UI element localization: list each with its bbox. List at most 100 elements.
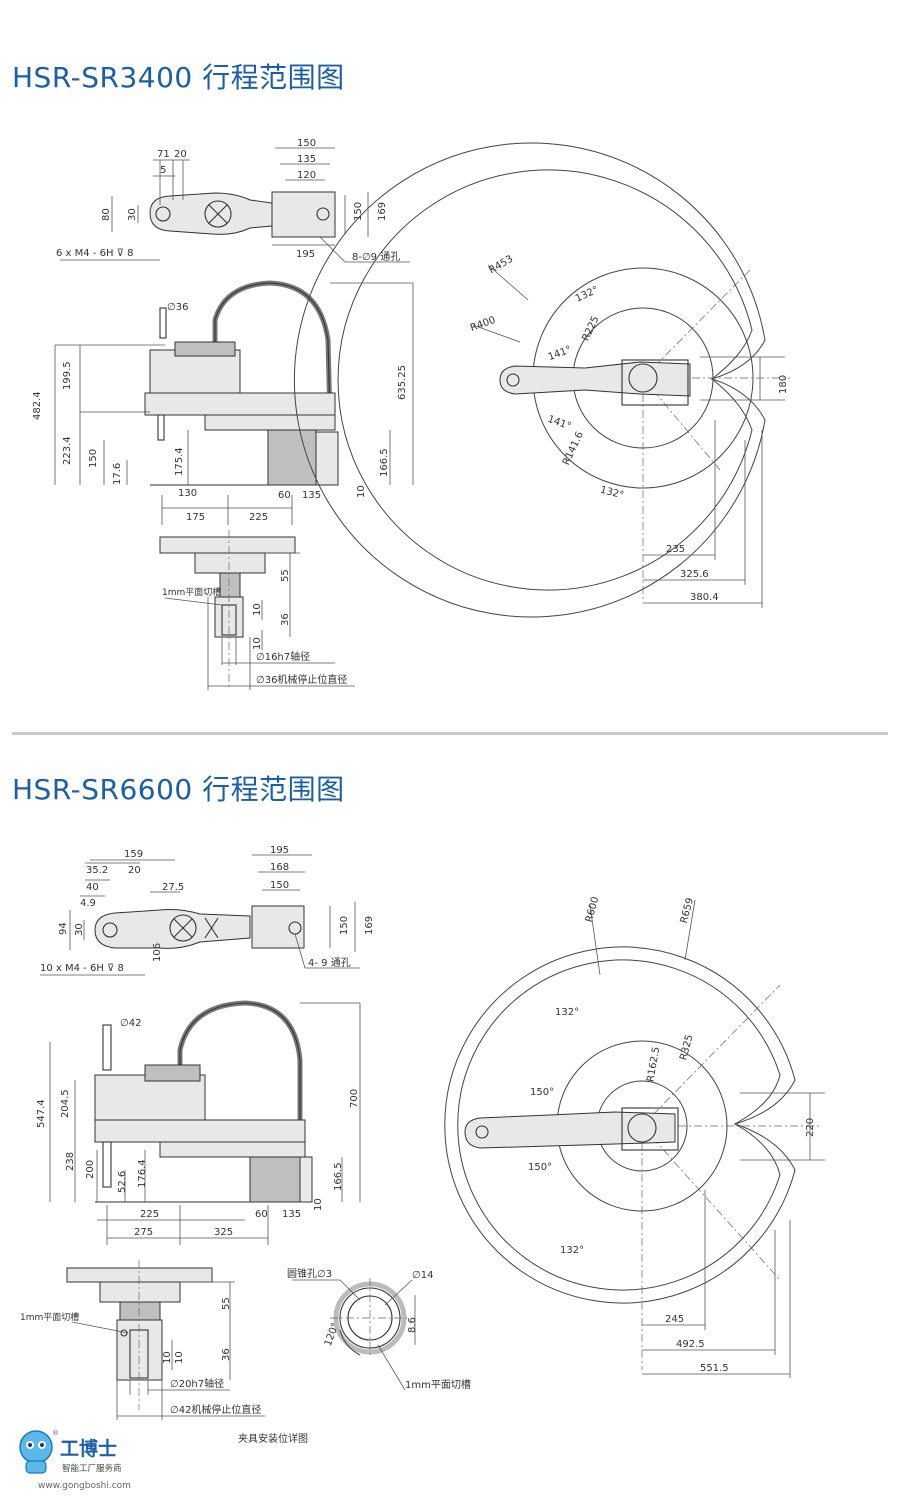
shaft-dia: ∅36	[167, 302, 188, 313]
r225: R225	[581, 315, 602, 343]
dim-40: 40	[86, 882, 99, 893]
cs-flat-note: 1mm平面切槽	[405, 1378, 471, 1391]
dim-94: 94	[58, 922, 69, 935]
stop-note-2: ∅42机械停止位直径	[170, 1403, 261, 1416]
dim-5: 5	[160, 165, 166, 176]
dim-10a: 10	[252, 603, 263, 616]
sr3400-range-view: R453 R400 R225 R141.6 132° 141° 141° 132…	[293, 142, 790, 618]
hole-note-2: 10 x M4 - 6H ⊽ 8	[40, 963, 124, 974]
base-dim-120: 120	[297, 170, 316, 181]
dim-220: 220	[805, 1118, 816, 1137]
base2-dim-195: 195	[270, 845, 289, 856]
dim-10: 10	[356, 485, 367, 498]
dim-225: 225	[249, 512, 268, 523]
dim-551: 551.5	[700, 1363, 729, 1374]
dim-130: 130	[178, 488, 197, 499]
dim-135-b: 135	[282, 1209, 301, 1220]
dim-235: 235	[666, 544, 685, 555]
dim-20b: 20	[128, 865, 141, 876]
dim-36-b: 36	[221, 1348, 232, 1361]
dim-245: 245	[665, 1314, 684, 1325]
dim-135: 135	[302, 490, 321, 501]
dim-166-b: 166.5	[333, 1162, 344, 1191]
dim-30b: 30	[74, 923, 85, 936]
dim-166: 166.5	[379, 448, 390, 477]
sr6600-cross-section: 圆锥孔∅3 ∅14 120° 8.6 1mm平面切槽	[287, 1268, 471, 1391]
base-dim-150v: 150	[353, 202, 364, 221]
detail-caption: 夹具安装位详图	[238, 1432, 308, 1445]
angle-141b: 141°	[546, 414, 572, 433]
angle-132a: 132°	[574, 285, 600, 305]
base2-dim-169v: 169	[364, 916, 375, 935]
dim-106: 106	[152, 943, 163, 962]
dim-200: 200	[85, 1160, 96, 1179]
dim-35: 35.2	[86, 865, 108, 876]
sr3400-detail-view: 55 36 10 10 1mm平面切槽 ∅16h7轴径 ∅36机械停止位直径	[159, 530, 355, 690]
section-separator	[12, 732, 888, 735]
angle-132c: 132°	[555, 1007, 579, 1018]
dim-10-b: 10	[313, 1198, 324, 1211]
dim-492: 492.5	[676, 1339, 705, 1350]
dim-175-4: 175.4	[174, 447, 185, 476]
dim-55-b: 55	[221, 1297, 232, 1310]
base-dim-169v: 169	[377, 202, 388, 221]
dim-27: 27.5	[162, 882, 184, 893]
dim-204: 204.5	[60, 1089, 71, 1118]
cs-depth: 8.6	[407, 1317, 418, 1333]
dim-60-b: 60	[255, 1209, 268, 1220]
logo-url: www.gongboshi.com	[38, 1481, 131, 1491]
dim-223: 223.4	[62, 436, 73, 465]
dim-52: 52.6	[117, 1171, 128, 1193]
sr3400-drawing: 71 20 5 80 30 6 x M4 - 6H ⊽ 8 150 135 12…	[32, 138, 790, 690]
r600: R600	[584, 896, 601, 924]
dim-700: 700	[349, 1089, 360, 1108]
r453: R453	[487, 254, 515, 277]
dia-note: ∅14	[412, 1270, 433, 1281]
flat-note-2: 1mm平面切槽	[20, 1311, 79, 1323]
dim-150: 150	[88, 449, 99, 468]
flat-note: 1mm平面切槽	[162, 586, 221, 598]
logo-tagline: 智能工厂服务商	[62, 1463, 122, 1474]
dim-225-b: 225	[140, 1209, 159, 1220]
section2-title: HSR-SR6600 行程范围图	[12, 773, 345, 806]
registered-mark: ®	[52, 1429, 59, 1437]
base2-hole-note: 4- 9 通孔	[308, 957, 351, 969]
angle-150a: 150°	[530, 1087, 554, 1098]
dim-10d: 10	[174, 1351, 185, 1364]
dim-175: 175	[186, 512, 205, 523]
base-dim-195: 195	[296, 249, 315, 260]
shaft-dia-2: ∅42	[120, 1018, 141, 1029]
dim-547: 547.4	[36, 1099, 47, 1128]
hole-note: 6 x M4 - 6H ⊽ 8	[56, 248, 134, 259]
sr3400-top-view: 71 20 5 80 30 6 x M4 - 6H ⊽ 8 150 135 12…	[56, 138, 410, 263]
sr6600-side-view: ∅42 547.4 204.5 238 200 52.6 176.4 700 1…	[36, 1000, 361, 1245]
stop-note: ∅36机械停止位直径	[256, 673, 347, 686]
dim-482: 482.4	[32, 391, 43, 420]
dim-199: 199.5	[62, 361, 73, 390]
dim-380: 380.4	[690, 592, 719, 603]
dim-238: 238	[65, 1152, 76, 1171]
angle-132b: 132°	[599, 485, 625, 502]
section1-title: HSR-SR3400 行程范围图	[12, 61, 345, 94]
dim-10b: 10	[252, 637, 263, 650]
logo-name: 工博士	[60, 1437, 117, 1460]
dim-635: 635.25	[397, 365, 408, 400]
r400: R400	[469, 315, 497, 334]
dim-36: 36	[280, 613, 291, 626]
dim-60: 60	[278, 490, 291, 501]
base-hole-note: 8-∅9 通孔	[352, 251, 400, 263]
angle-141a: 141°	[547, 344, 573, 363]
shaft-note-2: ∅20h7轴径	[170, 1377, 224, 1390]
base2-dim-150: 150	[270, 880, 289, 891]
dim-71: 71	[157, 149, 170, 160]
base2-dim-150v: 150	[339, 916, 350, 935]
gongboshi-logo: ® 工博士 智能工厂服务商 www.gongboshi.com	[8, 1425, 158, 1495]
dim-30: 30	[127, 208, 138, 221]
sr6600-range-view: R600 R659 R325 R162.5 132° 150° 150° 132…	[444, 896, 825, 1378]
angle-132d: 132°	[560, 1245, 584, 1256]
r141: R141.6	[561, 430, 586, 467]
dim-275: 275	[134, 1227, 153, 1238]
base-dim-135: 135	[297, 154, 316, 165]
base-dim-150: 150	[297, 138, 316, 149]
dim-180: 180	[778, 375, 789, 394]
